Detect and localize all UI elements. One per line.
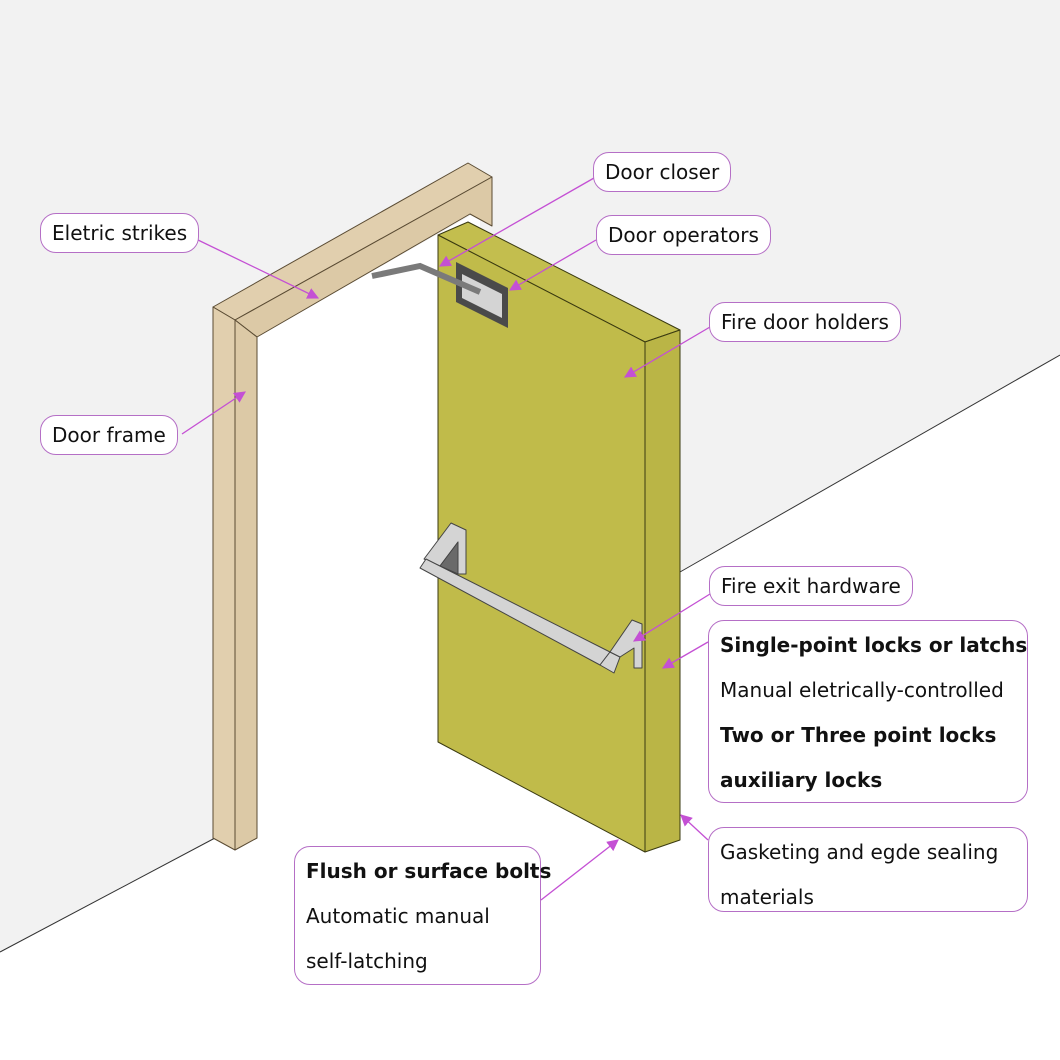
label-fire-exit-hardware: Fire exit hardware	[709, 566, 913, 606]
door-leaf	[437, 221, 681, 853]
arrow-bolts	[540, 839, 619, 901]
wall-corner-edge	[679, 354, 1060, 573]
locks-line3: Two or Three point locks	[720, 723, 997, 747]
door-opening	[257, 210, 480, 838]
wall-floor-edge	[0, 837, 216, 953]
door-operator-panel	[462, 274, 502, 318]
arrow-locks	[661, 641, 709, 669]
bolts-line3: self-latching	[306, 949, 428, 973]
fire-exit-bar	[419, 522, 643, 674]
label-fire-door-holders: Fire door holders	[709, 302, 901, 342]
arrow-door-closer	[438, 177, 595, 267]
label-door-operators: Door operators	[596, 215, 771, 255]
locks-line2: Manual eletrically-controlled	[720, 678, 1004, 702]
locks-line4: auxiliary locks	[720, 768, 883, 792]
arrow-electric-strikes	[197, 239, 320, 299]
door-closer-arm	[371, 262, 482, 295]
bolts-line2: Automatic manual	[306, 904, 490, 928]
label-electric-strikes: Eletric strikes	[40, 213, 200, 253]
arrow-fire-door-holders	[623, 326, 711, 378]
arrow-door-frame	[181, 391, 246, 435]
label-bolts: Flush or surface bolts Automatic manual …	[294, 846, 552, 985]
label-door-frame: Door frame	[40, 415, 178, 455]
label-door-closer: Door closer	[593, 152, 732, 192]
arrow-gasketing	[680, 814, 709, 841]
label-gasketing: Gasketing and egde sealing materials	[708, 827, 1028, 912]
callout-arrows	[181, 177, 711, 901]
gasketing-line1: Gasketing and egde sealing	[720, 840, 999, 864]
arrow-door-operators	[508, 239, 597, 291]
gasketing-line2: materials	[720, 885, 814, 909]
label-locks: Single-point locks or latchs Manual elet…	[708, 620, 1028, 803]
locks-line1: Single-point locks or latchs	[720, 633, 1028, 657]
bolts-line1: Flush or surface bolts	[306, 859, 552, 883]
arrow-fire-exit-hardware	[633, 593, 711, 642]
